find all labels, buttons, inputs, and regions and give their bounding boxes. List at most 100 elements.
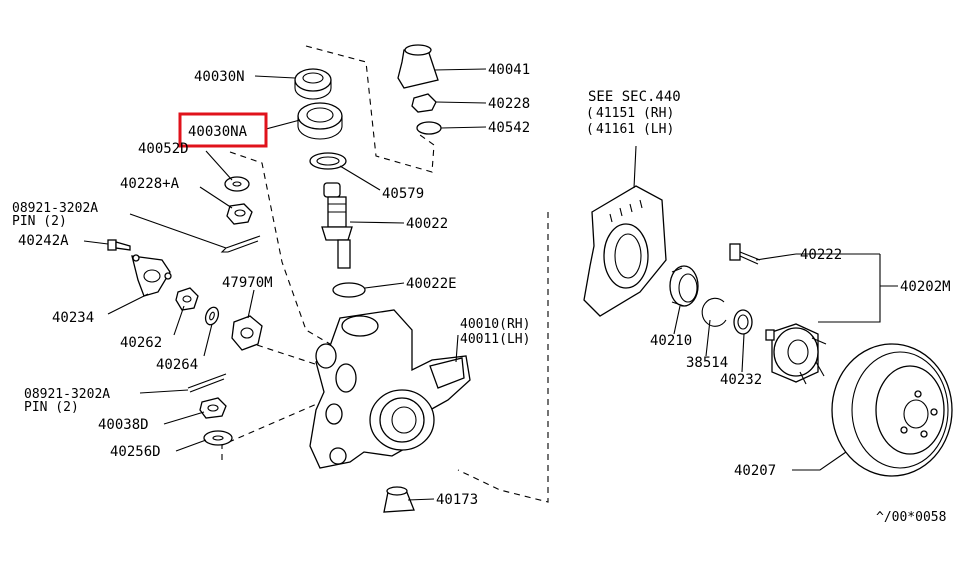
washer-40022E xyxy=(332,282,366,298)
label-40242A[interactable]: 40242A xyxy=(18,233,69,249)
kingpin-40022 xyxy=(321,182,353,269)
label-08921-bottom[interactable]: 08921-3202A xyxy=(24,387,110,402)
label-40041[interactable]: 40041 xyxy=(488,62,530,78)
bolt-40222 xyxy=(729,243,761,265)
label-40030NA[interactable]: 40030NA xyxy=(188,124,248,140)
leader-40010 xyxy=(455,334,459,363)
washer-40542 xyxy=(416,121,442,135)
boot-40173 xyxy=(383,486,415,513)
leader-40242A xyxy=(83,240,109,245)
label-40022E[interactable]: 40022E xyxy=(406,276,457,292)
label-40207[interactable]: 40207 xyxy=(734,463,776,479)
dash-outline-top xyxy=(305,45,435,173)
leader-40542 xyxy=(440,126,487,129)
seal-40579 xyxy=(309,152,347,170)
label-41151[interactable]: 41151 (RH) xyxy=(596,106,674,121)
knuckle-40010 xyxy=(309,309,471,469)
leader-08921-bottom xyxy=(139,389,189,394)
leader-40579 xyxy=(339,165,381,191)
nut-47970M xyxy=(231,315,263,351)
bearing-40030N xyxy=(294,68,332,100)
washer-40052D xyxy=(224,176,250,192)
label-40228A[interactable]: 40228+A xyxy=(120,176,180,192)
leader-40041 xyxy=(433,68,487,71)
leader-40256D xyxy=(175,439,207,452)
washer-40264 xyxy=(204,306,220,326)
dash-pointer-47970M xyxy=(256,344,319,366)
snap-ring-38514 xyxy=(701,297,727,327)
pin-bottom xyxy=(187,373,227,393)
nut-40038D xyxy=(199,397,227,419)
label-40011[interactable]: 40011(LH) xyxy=(460,332,530,347)
label-40010[interactable]: 40010(RH) xyxy=(460,317,530,332)
label-41161[interactable]: 41161 (LH) xyxy=(596,122,674,137)
bolt-40242A xyxy=(107,239,131,251)
backing-plate-41151 xyxy=(583,185,667,317)
bearing-40030NA xyxy=(297,102,343,140)
leader-08921-top xyxy=(129,213,227,249)
leader-40210 xyxy=(673,305,681,335)
nut-40228A xyxy=(226,203,253,225)
leader-40202M-bracket xyxy=(818,254,881,323)
label-40234[interactable]: 40234 xyxy=(52,310,94,326)
highlight-box-40030NA xyxy=(178,112,268,148)
paren-open-1: ( xyxy=(586,106,594,121)
leader-40262 xyxy=(173,305,185,336)
label-40222[interactable]: 40222 xyxy=(800,247,842,263)
label-40232[interactable]: 40232 xyxy=(720,372,762,388)
label-08921-top[interactable]: 08921-3202A xyxy=(12,201,98,216)
leader-47970M xyxy=(247,289,255,319)
label-pin-bottom: PIN (2) xyxy=(24,400,79,415)
label-47970M[interactable]: 47970M xyxy=(222,275,273,291)
label-40542[interactable]: 40542 xyxy=(488,120,530,136)
label-40173[interactable]: 40173 xyxy=(436,492,478,508)
label-40264[interactable]: 40264 xyxy=(156,357,198,373)
label-40202M[interactable]: 40202M xyxy=(900,279,951,295)
washer-40256D xyxy=(203,430,233,446)
leader-40232 xyxy=(741,333,745,373)
drawing-reference: ^/00*0058 xyxy=(876,510,946,525)
nut-40228 xyxy=(411,93,437,113)
seal-40232 xyxy=(733,309,753,335)
leader-38514 xyxy=(705,319,711,357)
leader-40234 xyxy=(107,293,149,315)
leader-40030N xyxy=(254,75,296,79)
bracket-40234 xyxy=(131,254,172,297)
dash-outline-right xyxy=(457,212,549,503)
dash-outline-left xyxy=(229,151,331,345)
leader-40228A xyxy=(199,186,233,209)
label-pin-top: PIN (2) xyxy=(12,214,67,229)
label-40210[interactable]: 40210 xyxy=(650,333,692,349)
leader-see-sec xyxy=(633,145,637,189)
label-40030N[interactable]: 40030N xyxy=(194,69,245,85)
leader-40228 xyxy=(435,101,487,104)
label-see-sec[interactable]: SEE SEC.440 xyxy=(588,89,681,105)
label-40256D[interactable]: 40256D xyxy=(110,444,161,460)
hub-40202M xyxy=(765,323,827,385)
leader-40038D xyxy=(163,411,205,425)
label-40262[interactable]: 40262 xyxy=(120,335,162,351)
label-40579[interactable]: 40579 xyxy=(382,186,424,202)
leader-40222 xyxy=(755,253,797,261)
leader-40022 xyxy=(349,221,405,224)
label-38514[interactable]: 38514 xyxy=(686,355,728,371)
label-40228[interactable]: 40228 xyxy=(488,96,530,112)
pin-top xyxy=(220,235,261,253)
dash-outline-lower xyxy=(221,399,327,460)
label-40038D[interactable]: 40038D xyxy=(98,417,149,433)
rotor-40207 xyxy=(831,343,953,477)
leader-40052D xyxy=(205,150,233,181)
label-40052D[interactable]: 40052D xyxy=(138,141,189,157)
leader-40264 xyxy=(203,323,213,357)
paren-open-2: ( xyxy=(586,122,594,137)
bearing-40210 xyxy=(669,265,699,307)
leader-40030NA xyxy=(265,119,301,130)
boot-40041 xyxy=(397,44,439,89)
label-40022[interactable]: 40022 xyxy=(406,216,448,232)
leader-40173 xyxy=(407,498,435,501)
leader-40207 xyxy=(792,451,847,471)
nut-40262 xyxy=(175,287,199,311)
leader-40022E xyxy=(364,282,405,289)
